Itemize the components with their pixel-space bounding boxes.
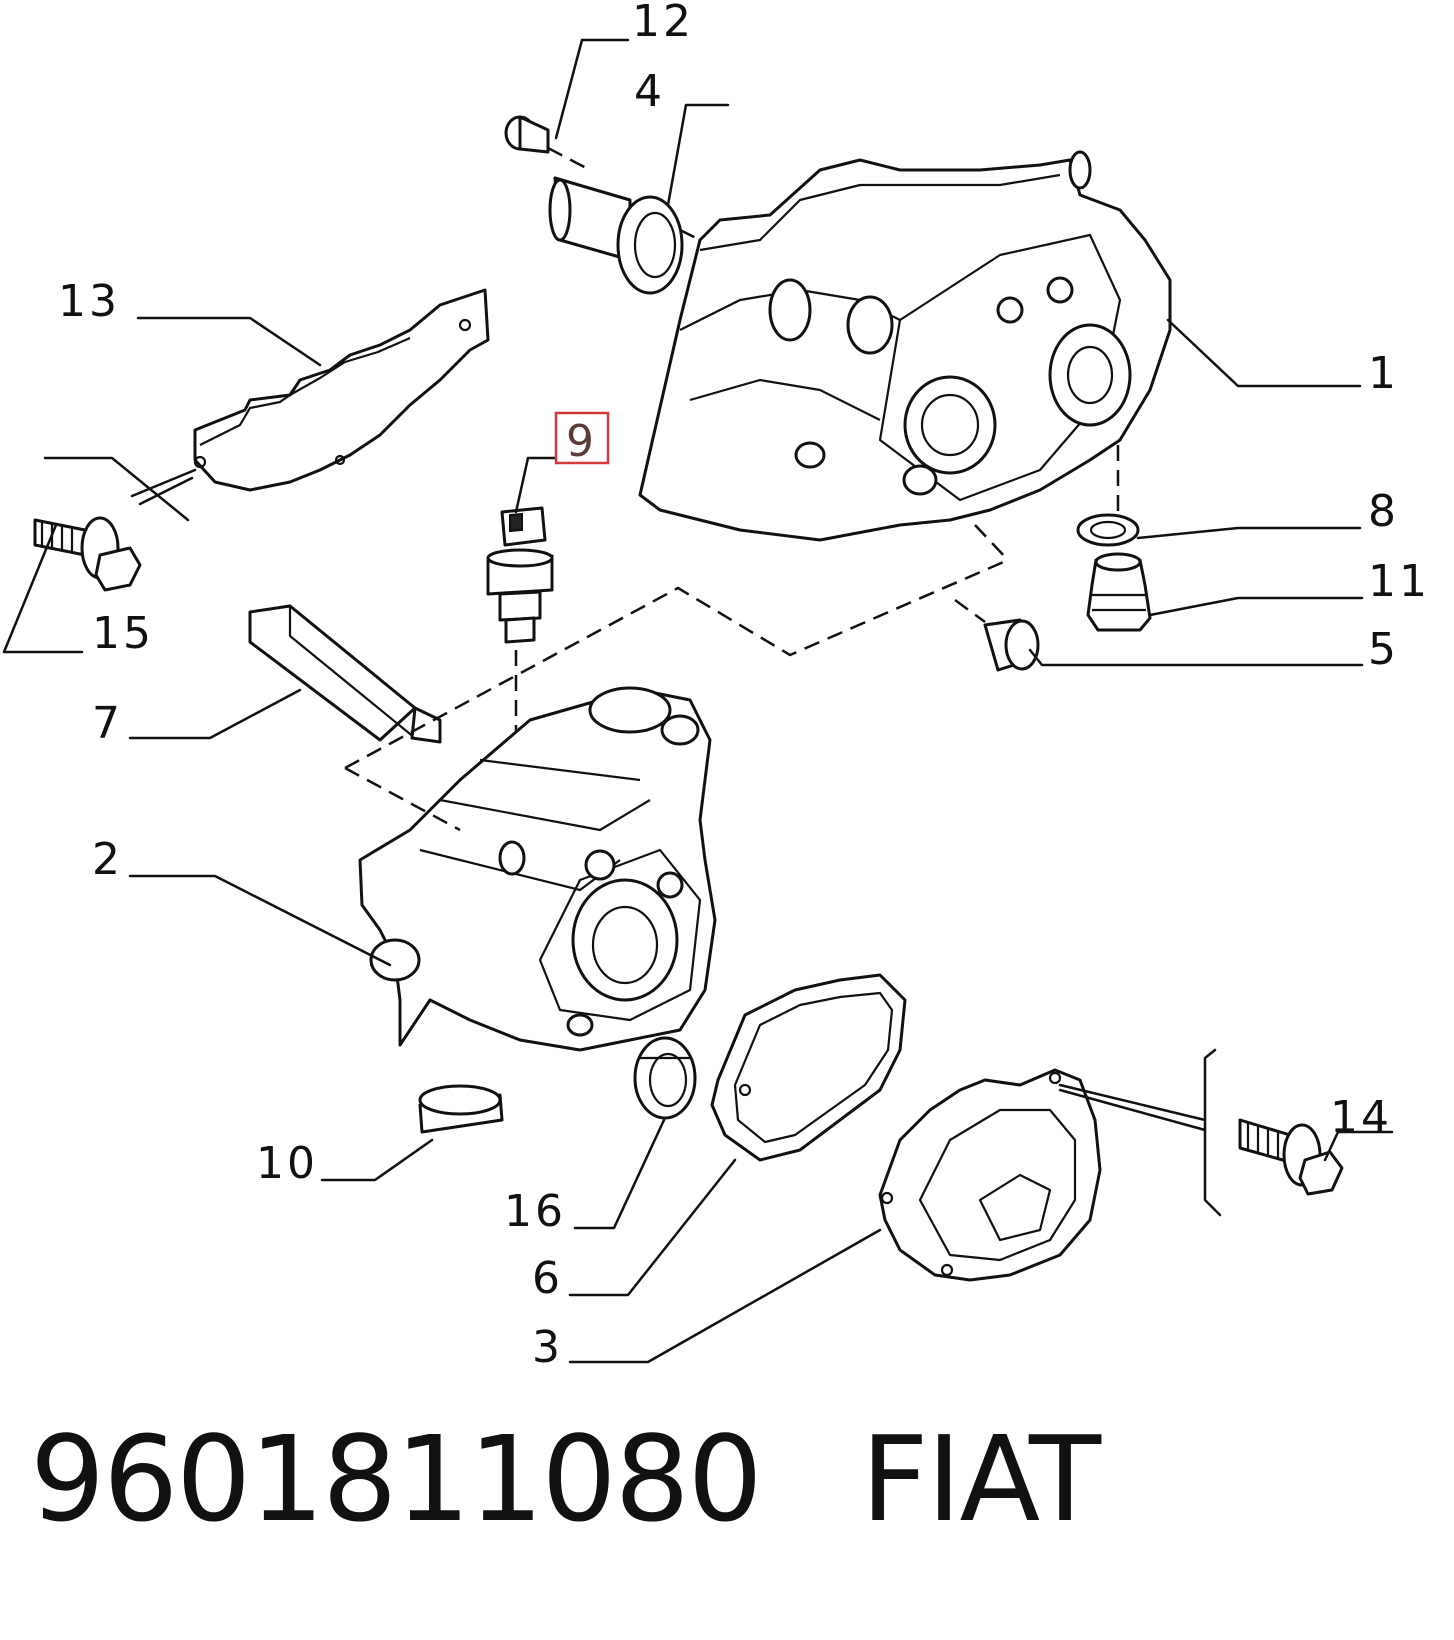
part-number: 9601811080 [30, 1410, 763, 1548]
assembly-dashed-lines [344, 524, 1009, 832]
callout-4[interactable]: 4 [634, 66, 665, 117]
leader-14 [1323, 1130, 1394, 1162]
part-3-end-cover[interactable] [878, 1068, 1102, 1282]
callout-15[interactable]: 15 [92, 608, 154, 659]
part-5-bushing[interactable] [954, 598, 1040, 672]
brand-name: FIAT [860, 1410, 1101, 1548]
callout-2[interactable]: 2 [92, 834, 123, 885]
callout-9[interactable]: 9 [566, 416, 597, 467]
leader-6 [568, 1158, 737, 1297]
part-13-shield-plate[interactable] [193, 288, 490, 492]
part-16-oil-seal[interactable] [633, 1036, 697, 1120]
part-2-gearbox-housing[interactable] [358, 686, 717, 1052]
leader-13 [136, 316, 322, 367]
leader-8 [1136, 526, 1362, 540]
callout-11[interactable]: 11 [1368, 556, 1430, 607]
part-9-sensor[interactable] [486, 506, 554, 760]
leader-10 [320, 1138, 434, 1182]
part-1-clutch-housing[interactable] [638, 150, 1172, 542]
leader-4 [666, 103, 730, 207]
leader-3 [568, 1228, 882, 1364]
callout-16[interactable]: 16 [504, 1186, 566, 1237]
callout-14[interactable]: 14 [1330, 1092, 1392, 1143]
callout-labels: 12 4 13 1 9 8 15 11 5 7 2 14 10 16 6 3 [58, 0, 1430, 1373]
callout-8[interactable]: 8 [1368, 486, 1399, 537]
leader-16 [573, 1118, 666, 1230]
bracket-14 [1058, 1048, 1222, 1217]
part-8-washer[interactable] [1076, 445, 1140, 547]
leader-9 [514, 456, 558, 514]
leader-11 [1148, 596, 1364, 617]
part-11-plug[interactable] [1086, 552, 1152, 632]
part-15-bolt[interactable] [33, 516, 142, 592]
part-14-bolt[interactable] [1238, 1118, 1344, 1196]
callout-6[interactable]: 6 [532, 1253, 563, 1304]
bracket-15 [43, 456, 197, 522]
part-12-bolt[interactable] [504, 115, 591, 172]
leader-15 [2, 523, 84, 654]
highlight-box-9 [554, 411, 610, 465]
callout-12[interactable]: 12 [632, 0, 694, 47]
leader-lines [2, 38, 1394, 1364]
callout-1[interactable]: 1 [1368, 348, 1399, 399]
leader-2 [128, 874, 392, 967]
part-7-rod[interactable] [248, 604, 442, 744]
footer-caption: 9601811080 FIAT [30, 1410, 1101, 1548]
callout-10[interactable]: 10 [256, 1138, 318, 1189]
callout-3[interactable]: 3 [532, 1322, 563, 1373]
leader-5 [1028, 648, 1364, 667]
callout-13[interactable]: 13 [58, 276, 120, 327]
callout-5[interactable]: 5 [1368, 624, 1399, 675]
part-10-cap[interactable] [418, 1084, 504, 1134]
leader-7 [128, 688, 302, 740]
leader-12 [554, 38, 630, 140]
callout-7[interactable]: 7 [92, 698, 123, 749]
part-4-guide-sleeve[interactable] [548, 176, 701, 295]
part-6-gasket[interactable] [710, 973, 907, 1162]
leader-1 [1166, 318, 1362, 388]
